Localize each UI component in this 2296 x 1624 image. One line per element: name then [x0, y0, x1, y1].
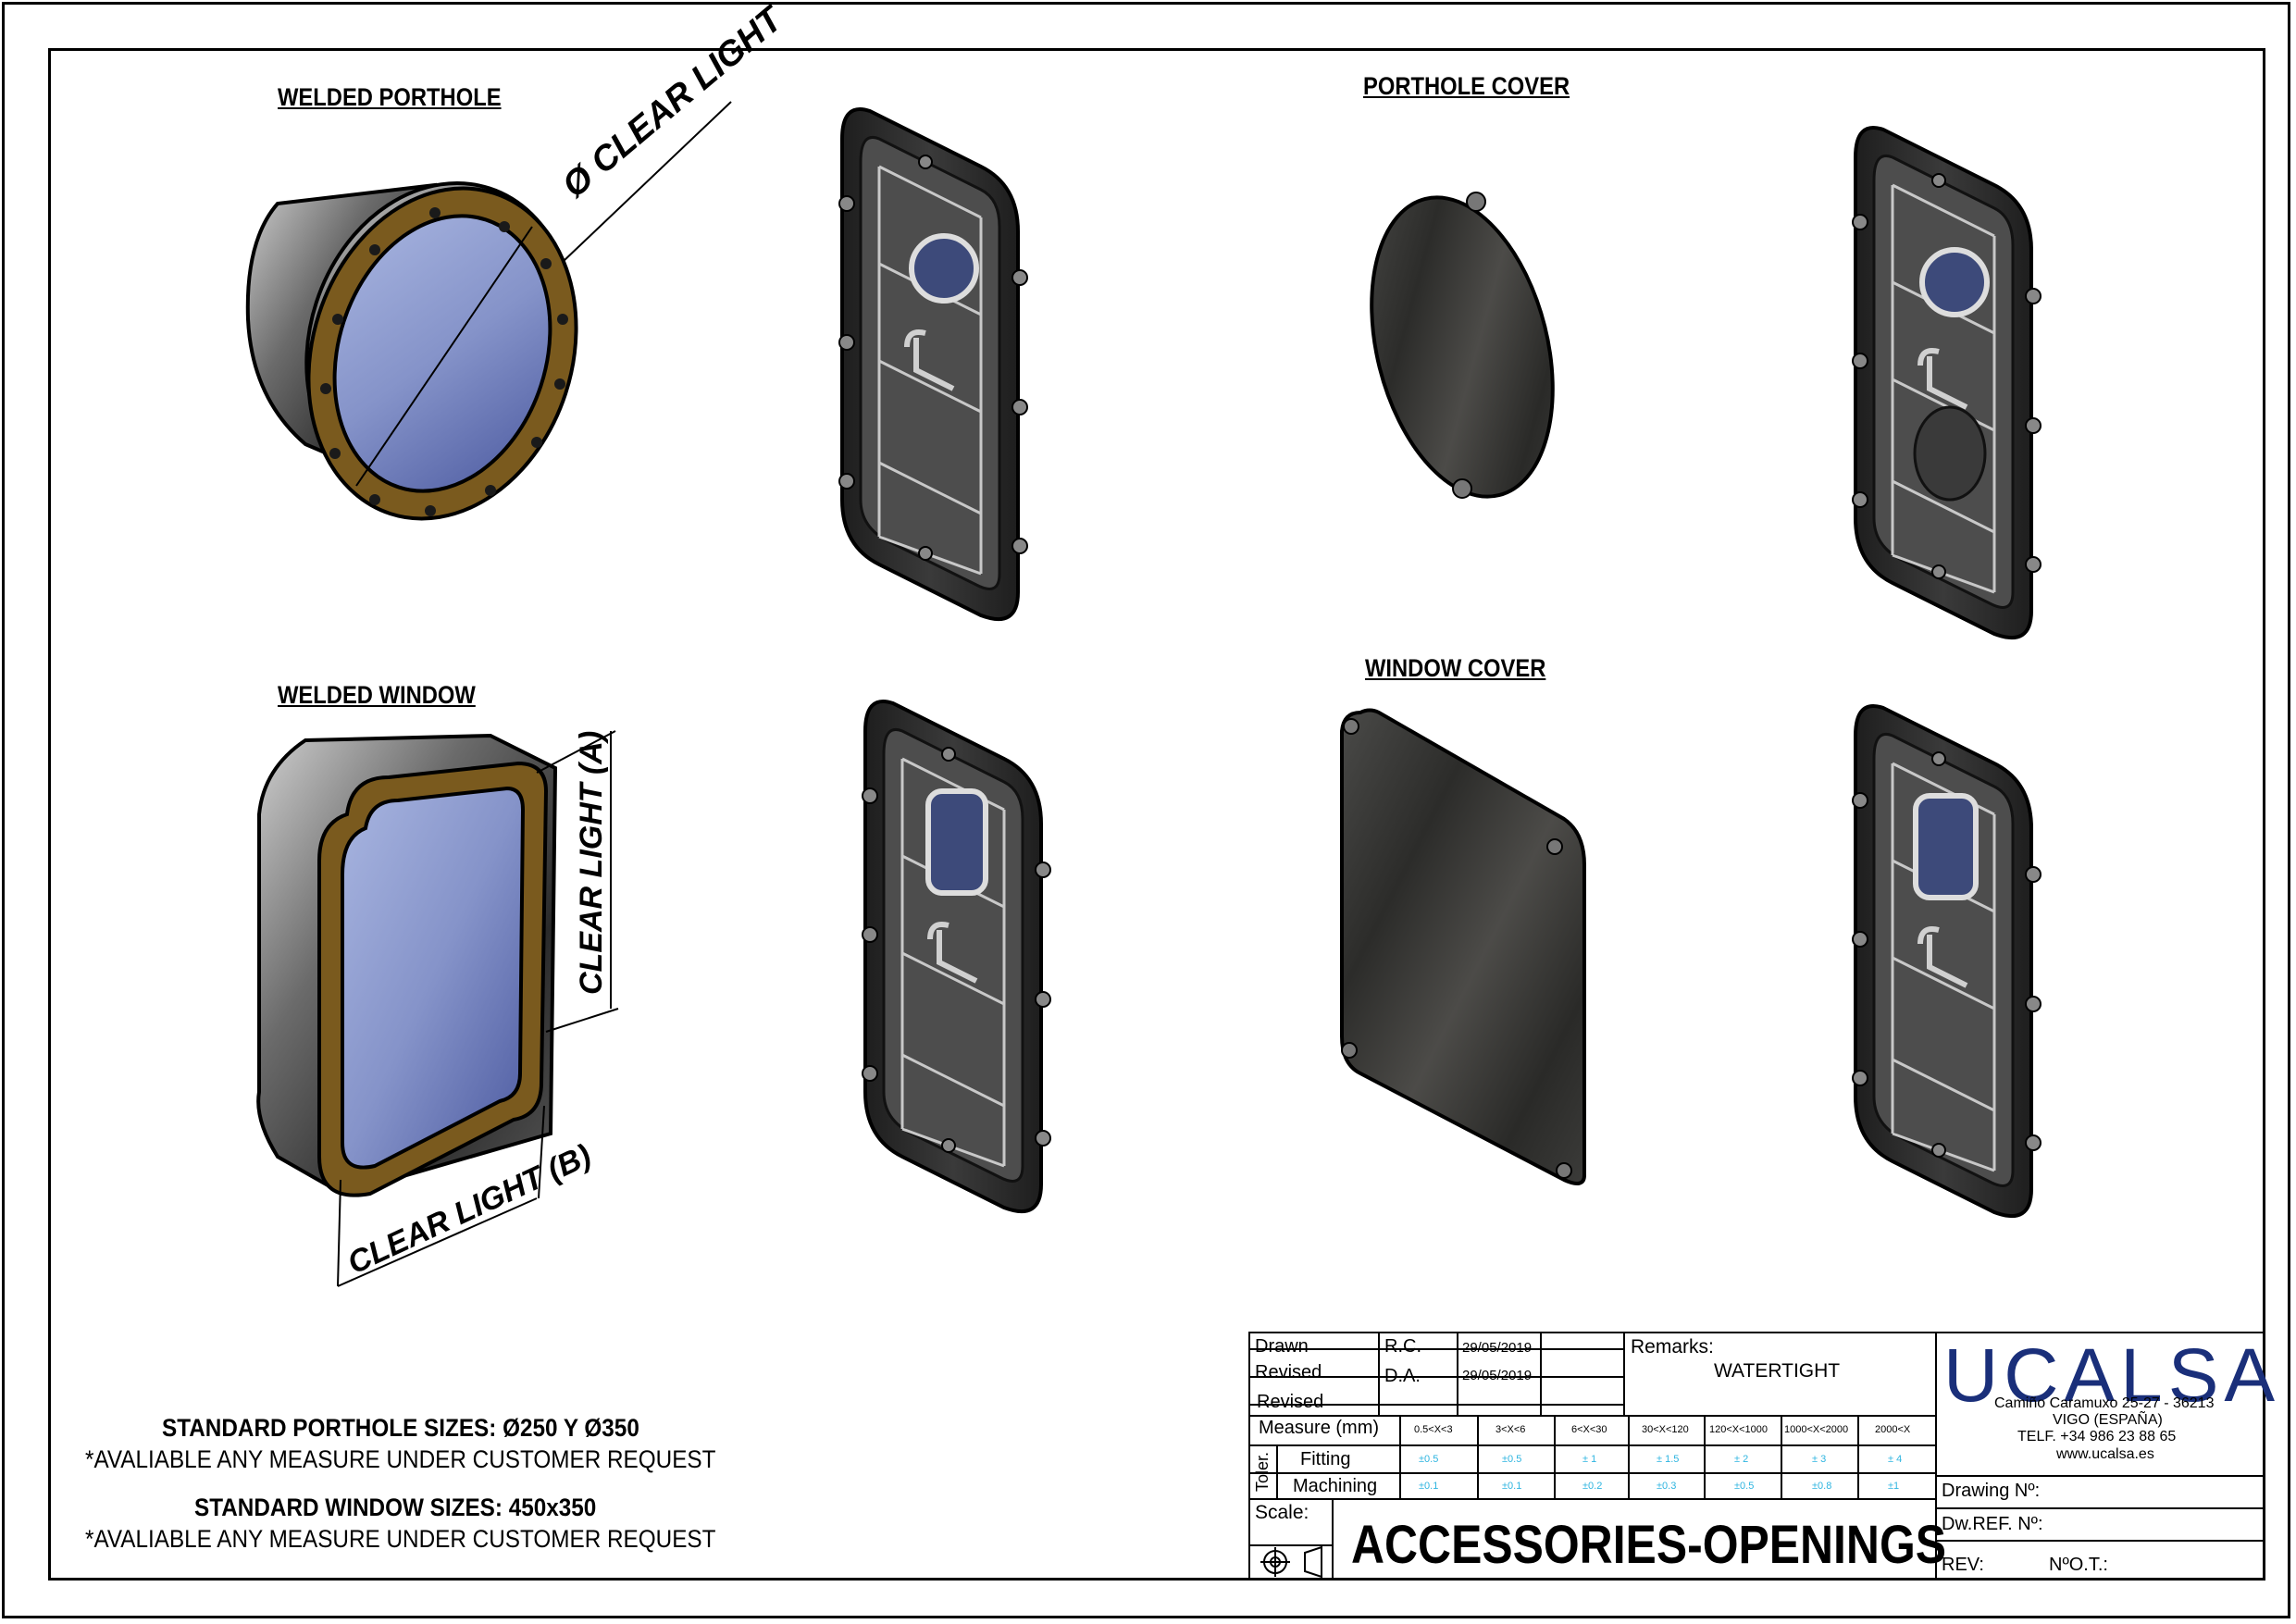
remarks-label: Remarks: [1631, 1336, 1714, 1357]
porthole-sizes-note: STANDARD PORTHOLE SIZES: Ø250 Y Ø350 [162, 1414, 639, 1442]
revised-label: Revised [1255, 1362, 1322, 1382]
company-logo: UCALSA [1943, 1333, 2281, 1418]
revised-date: 29/05/2019 [1462, 1368, 1533, 1383]
range-5: 1000<X<2000 [1784, 1424, 1849, 1435]
welded-window-illustration [256, 730, 619, 1287]
range-0: 0.5<X<3 [1414, 1424, 1453, 1435]
revised2-label: Revised [1257, 1392, 1324, 1412]
window-sizes-note: STANDARD WINDOW SIZES: 450x350 [194, 1494, 597, 1521]
fitting-value-2: ± 1 [1582, 1454, 1597, 1465]
heading-porthole-cover: PORTHOLE COVER [1363, 72, 1570, 100]
heading-window-cover: WINDOW COVER [1365, 654, 1546, 682]
machining-value-4: ±0.5 [1734, 1481, 1755, 1492]
fitting-label: Fitting [1300, 1449, 1351, 1469]
heading-welded-porthole: WELDED PORTHOLE [278, 83, 502, 111]
company-phone: TELF. +34 986 23 88 65 [2017, 1429, 2177, 1444]
dw-ref-label: Dw.REF. Nº: [1942, 1514, 2043, 1534]
range-4: 120<X<1000 [1709, 1424, 1769, 1435]
remarks-value: WATERTIGHT [1714, 1360, 1841, 1382]
machining-value-2: ±0.2 [1582, 1481, 1603, 1492]
door-with-porthole-cover-illustration [1853, 128, 2041, 638]
range-3: 30<X<120 [1642, 1424, 1689, 1435]
machining-value-1: ±0.1 [1502, 1481, 1522, 1492]
drawn-date: 29/05/2019 [1462, 1340, 1533, 1356]
fitting-value-0: ±0.5 [1419, 1454, 1439, 1465]
drawn-by: R.C. [1384, 1336, 1421, 1357]
scale-label: Scale: [1255, 1502, 1309, 1523]
fitting-value-5: ± 3 [1812, 1454, 1827, 1465]
door-porthole-glass [909, 233, 979, 304]
porthole-cover-illustration [1370, 192, 1555, 499]
toler-label: Toler. [1253, 1451, 1272, 1492]
drawing-title: ACCESSORIES-OPENINGS [1351, 1515, 1947, 1575]
fitting-value-1: ±0.5 [1502, 1454, 1522, 1465]
welded-porthole-illustration [245, 101, 732, 521]
fitting-value-4: ± 2 [1734, 1454, 1749, 1465]
machining-value-0: ±0.1 [1419, 1481, 1439, 1492]
machining-label: Machining [1293, 1476, 1378, 1496]
revised-by: D.A. [1384, 1366, 1421, 1386]
drawn-label: Drawn [1255, 1336, 1309, 1357]
fitting-value-3: ± 1.5 [1657, 1454, 1680, 1465]
heading-welded-window: WELDED WINDOW [278, 681, 476, 709]
drawing-no-label: Drawing Nº: [1942, 1481, 2041, 1501]
range-2: 6<X<30 [1571, 1424, 1607, 1435]
window-cover-illustration [1340, 708, 1586, 1185]
fitting-value-6: ± 4 [1888, 1454, 1903, 1465]
door-with-window-cover-illustration [1853, 706, 2041, 1216]
title-block-grid [1248, 1332, 2265, 1580]
projection-symbol-icon [1260, 1545, 1322, 1579]
machining-value-5: ±0.8 [1812, 1481, 1832, 1492]
range-1: 3<X<6 [1496, 1424, 1526, 1435]
company-address1: Camiño Caramuxo 25-27 - 36213 [1994, 1395, 2215, 1411]
measure-label: Measure (mm) [1259, 1418, 1380, 1438]
machining-value-3: ±0.3 [1657, 1481, 1677, 1492]
porthole-request-note: *AVALIABLE ANY MEASURE UNDER CUSTOMER RE… [85, 1445, 716, 1473]
company-web: www.ucalsa.es [2056, 1446, 2154, 1462]
door-with-porthole-illustration [839, 109, 1027, 619]
company-address2: VIGO (ESPAÑA) [2053, 1412, 2163, 1428]
machining-value-6: ±1 [1888, 1481, 1900, 1492]
ot-label: NºO.T.: [2049, 1555, 2108, 1575]
inner-frame [48, 48, 2265, 1581]
range-6: 2000<X [1875, 1424, 1911, 1435]
door-with-window-illustration [863, 701, 1050, 1211]
window-request-note: *AVALIABLE ANY MEASURE UNDER CUSTOMER RE… [85, 1525, 716, 1553]
rev-label: REV: [1942, 1555, 1984, 1575]
window-clear-light-a-label: CLEAR LIGHT (A) [574, 730, 609, 995]
